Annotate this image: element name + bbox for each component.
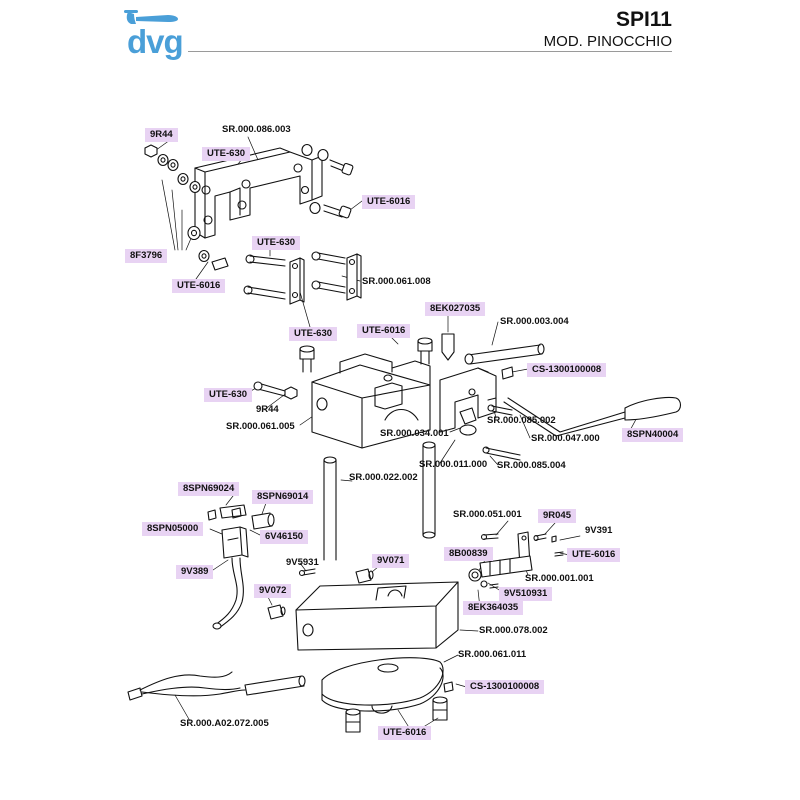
- part-tag: 8EK364035: [463, 601, 524, 615]
- part-tag: 9R045: [538, 509, 576, 523]
- part-label: SR.000.085.004: [497, 460, 566, 471]
- part-label: SR.000.061.011: [458, 649, 527, 660]
- part-label: SR.000.047.000: [531, 433, 600, 444]
- part-label: SR.000.086.003: [222, 124, 291, 135]
- part-label: SR.000.085.002: [487, 415, 556, 426]
- part-tag: 8B00839: [444, 547, 493, 561]
- part-label: SR.000.034.001: [380, 428, 449, 439]
- part-tag: 9R44: [145, 128, 178, 142]
- screw-9v072: [267, 604, 286, 620]
- part-tag: UTE-630: [252, 236, 301, 250]
- part-label: SR.000.061.005: [226, 421, 295, 432]
- part-tag: 8SPN05000: [142, 522, 204, 536]
- washers-top-left: [144, 144, 210, 263]
- part-tag: 6V46150: [260, 530, 309, 544]
- part-tag: CS-1300100008: [465, 680, 545, 694]
- screw-ute-630-left: [253, 381, 298, 400]
- part-label: SR.000.061.008: [362, 276, 431, 287]
- part-tag: 9V072: [254, 584, 292, 598]
- handle-8spn40004: [624, 396, 682, 421]
- pin-group-right: [468, 531, 564, 589]
- sensor-group-left: [207, 504, 275, 630]
- part-tag: 8F3796: [125, 249, 168, 263]
- part-tag: UTE-6016: [172, 279, 226, 293]
- plates-sr-000-061-008: [289, 253, 362, 305]
- part-label: SR.000.003.004: [500, 316, 569, 327]
- part-tag: 8SPN69014: [252, 490, 314, 504]
- brand-logo-icon: [124, 10, 178, 24]
- document-subtitle: MOD. PINOCCHIO: [543, 33, 672, 50]
- screws-top-of-block: [299, 333, 455, 373]
- part-label: SR.000.001.001: [525, 573, 594, 584]
- part-tag: CS-1300100008: [527, 363, 607, 377]
- header-divider: [188, 51, 672, 52]
- part-tag: 9V389: [176, 565, 214, 579]
- small-parts-right-of-block: [482, 366, 521, 461]
- part-label: SR.000.051.001: [453, 509, 522, 520]
- part-tag: UTE-630: [289, 327, 338, 341]
- part-tag: 9V510931: [499, 587, 553, 601]
- part-tag: 8SPN40004: [622, 428, 684, 442]
- bracket-sr-000-034-001: [439, 367, 497, 436]
- cable-sr-000-a02-072-005: [127, 671, 306, 701]
- part-tag: UTE-6016: [362, 195, 416, 209]
- part-label: 9R44: [256, 404, 279, 415]
- part-label: SR.000.022.002: [349, 472, 418, 483]
- base-block-sr-000-078-002: [295, 581, 459, 651]
- lever-sr-000-047-000: [503, 397, 626, 437]
- plate-sr-000-061-011: [321, 657, 454, 714]
- part-label: 9V5931: [286, 557, 319, 568]
- bracket-sr-000-086-003: [194, 147, 323, 239]
- part-label: 9V391: [585, 525, 613, 536]
- part-label: SR.000.A02.072.005: [180, 718, 269, 729]
- part-tag: 8EK027035: [425, 302, 486, 316]
- part-tag: 9V071: [372, 554, 410, 568]
- screws-9v5931-9v071: [298, 568, 374, 584]
- part-tag: UTE-6016: [567, 548, 621, 562]
- document-code: SPI11: [615, 8, 672, 31]
- part-tag: 8SPN69024: [178, 482, 240, 496]
- part-tag: UTE-6016: [378, 726, 432, 740]
- screws-ute-630-middle: [243, 251, 346, 300]
- part-label: SR.000.078.002: [479, 625, 548, 636]
- screws-ute-6016-bottom: [345, 696, 448, 733]
- part-label: SR.000.011.000: [419, 459, 488, 470]
- brand-name: dvg: [127, 23, 184, 60]
- block-sr-000-061-005: [311, 353, 431, 449]
- part-tag: UTE-630: [204, 388, 253, 402]
- screws-top-right: [211, 143, 354, 271]
- part-tag: UTE-630: [202, 147, 251, 161]
- part-tag: UTE-6016: [357, 324, 411, 338]
- column-rods-sr-000-022-002: [323, 441, 436, 561]
- rod-sr-000-003-004: [464, 343, 545, 365]
